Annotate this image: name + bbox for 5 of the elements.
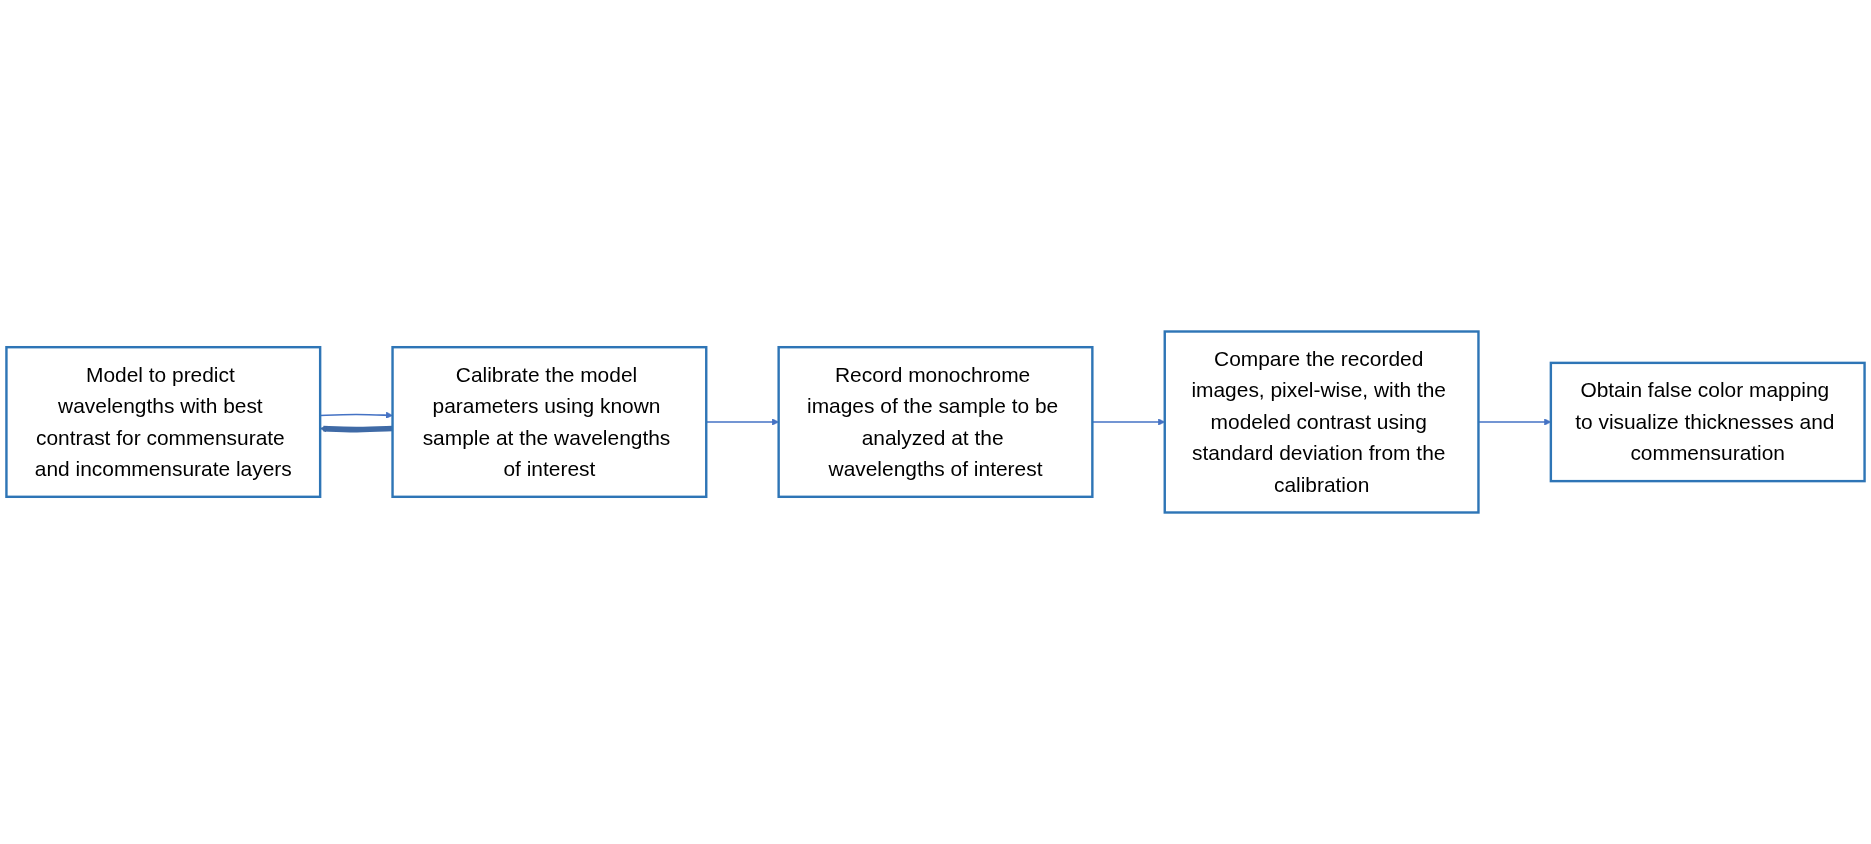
node-box: Compare the recorded images, pixel-wise, with the modeled contrast using standard deviation from the calibration (1163, 330, 1480, 514)
node-box: Calibrate the model parameters using known sample at the wavelengths of interest (391, 346, 708, 498)
node-box: Obtain false color mapping to visualize thicknesses and commensuration (1549, 361, 1866, 483)
node-box: Model to predict wavelengths with best contrast for commensurate and incommensurate layers (5, 346, 322, 498)
node-box: Record monochrome images of the sample to be analyzed at the wavelengths of interest (777, 346, 1094, 498)
